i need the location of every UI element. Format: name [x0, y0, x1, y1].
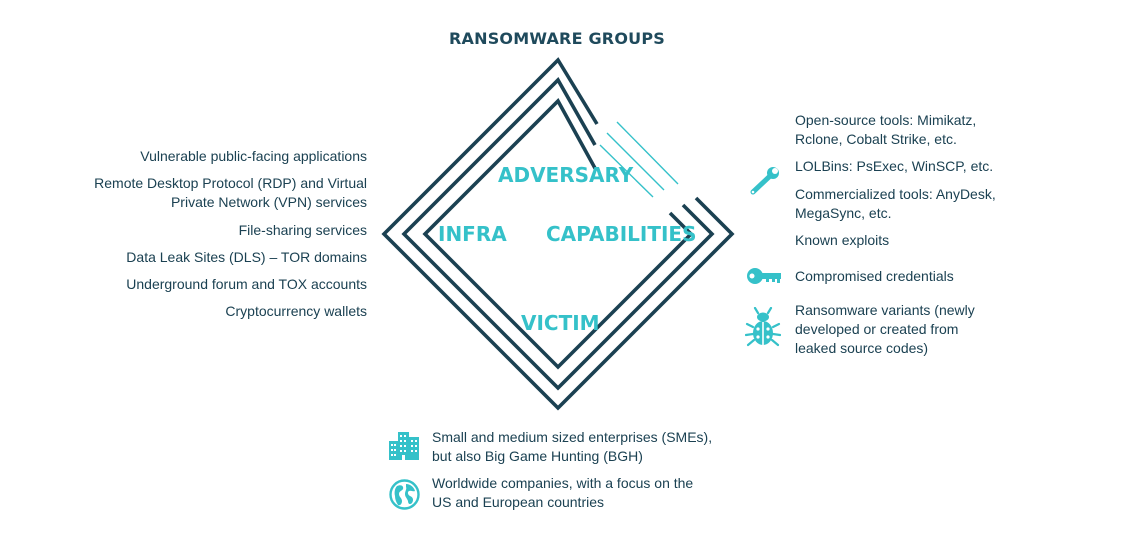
victim-worldwide-line1: Worldwide companies, with a focus on the	[432, 475, 694, 491]
diagram-title: RANSOMWARE GROUPS	[449, 29, 665, 48]
capability-ransomware-line2: developed or created from	[795, 321, 959, 337]
capability-commercial-line2: MegaSync, etc.	[795, 205, 892, 221]
diamond-outer-left	[381, 57, 735, 411]
wrench-icon	[750, 167, 779, 195]
victim-worldwide-line2: US and European countries	[432, 494, 604, 510]
infra-item: Private Network (VPN) services	[170, 194, 367, 210]
diamond-teal-accent	[599, 121, 679, 198]
node-capabilities: CAPABILITIES	[546, 222, 697, 246]
infra-item: File-sharing services	[238, 222, 367, 238]
infra-item: Cryptocurrency wallets	[225, 303, 367, 319]
capability-exploits: Known exploits	[795, 232, 890, 248]
capability-opensource-line2: Rclone, Cobalt Strike, etc.	[795, 131, 957, 147]
infra-item: Remote Desktop Protocol (RDP) and Virtua…	[94, 175, 367, 191]
infra-item: Underground forum and TOX accounts	[126, 276, 367, 292]
victim-sme-line1: Small and medium sized enterprises (SMEs…	[432, 429, 713, 445]
capability-ransomware-line3: leaked source codes)	[795, 340, 929, 356]
bug-icon	[745, 307, 781, 347]
capability-opensource-line1: Open-source tools: Mimikatz,	[795, 112, 977, 128]
capability-lolbins: LOLBins: PsExec, WinSCP, etc.	[795, 158, 994, 174]
capability-credentials: Compromised credentials	[795, 268, 954, 284]
key-icon	[747, 268, 781, 284]
node-infra: INFRA	[438, 222, 507, 246]
infra-item: Vulnerable public-facing applications	[140, 148, 367, 164]
node-adversary: ADVERSARY	[498, 163, 634, 187]
capability-commercial-line1: Commercialized tools: AnyDesk,	[795, 186, 996, 202]
buildings-icon	[389, 432, 419, 460]
capability-ransomware-line1: Ransomware variants (newly	[795, 302, 975, 318]
infra-item: Data Leak Sites (DLS) – TOR domains	[126, 249, 367, 265]
diamond-middle-left	[401, 77, 715, 391]
diamond-inner-left	[422, 98, 694, 370]
node-victim: VICTIM	[521, 311, 600, 335]
globe-icon	[389, 479, 420, 510]
victim-sme-line2: but also Big Game Hunting (BGH)	[432, 448, 643, 464]
